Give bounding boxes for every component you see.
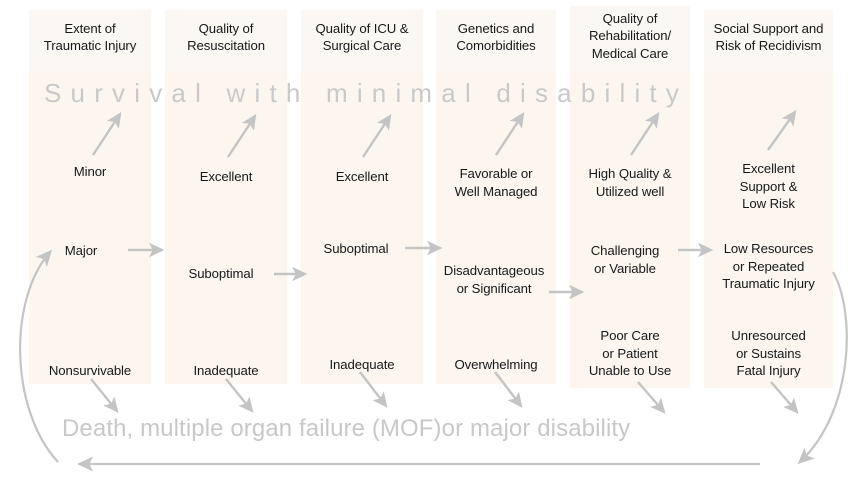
cell-best-extent-of-traumatic-injury: Minor [25,163,155,181]
cell-middle-quality-of-resuscitation: Suboptimal [161,265,281,283]
column-header-band-5 [570,6,690,72]
cell-best-quality-of-resuscitation: Excellent [161,168,291,186]
cell-line: or Variable [594,260,656,276]
column-header-band-6 [704,10,833,72]
cell-line: Challenging [590,243,660,258]
column-title-genetics-and-comorbidities: Genetics and Comorbidities [431,20,561,55]
cell-line: or Patient [602,345,658,361]
cell-line: Suboptimal [188,266,254,281]
column-title-line: Extent of [64,21,116,36]
column-body-3 [301,72,423,384]
cell-worst-quality-of-rehabilitation-medical-care: Poor Care or Patient Unable to Use [565,327,695,380]
column-title-line: Rehabilitation/ [588,28,672,44]
cell-line: Unresourced [731,328,806,343]
column-title-line: Social Support and [713,21,824,36]
cell-best-quality-of-icu-and-surgical-care: Excellent [297,168,427,186]
cell-line: Poor Care [600,328,660,343]
cell-line: Support & [739,178,798,194]
cell-line: High Quality & [588,166,672,181]
cell-middle-genetics-and-comorbidities: Disadvantageous or Significant [429,262,559,297]
cell-worst-genetics-and-comorbidities: Overwhelming [431,356,561,374]
cell-best-genetics-and-comorbidities: Favorable or Well Managed [431,165,561,200]
cell-worst-extent-of-traumatic-injury: Nonsurvivable [25,362,155,380]
column-title-line: Resuscitation [187,38,265,54]
cell-line: Overwhelming [454,357,538,372]
cell-line: Major [64,243,98,258]
cell-best-quality-of-rehabilitation-medical-care: High Quality & Utilized well [565,165,695,200]
cell-middle-quality-of-icu-and-surgical-care: Suboptimal [297,240,415,258]
cell-line: Favorable or [459,166,533,181]
cell-line: Unable to Use [588,363,672,379]
column-title-line: Medical Care [591,45,669,61]
column-body-2 [165,72,287,384]
cell-line: or Repeated [732,258,805,274]
column-header-band-2 [165,10,287,72]
cell-line: Excellent [199,169,253,184]
cell-line: or Significant [456,280,532,296]
cell-worst-social-support-and-risk-of-recidivism: Unresourced or Sustains Fatal Injury [699,327,838,380]
column-title-line: Risk of Recidivism [715,38,822,54]
cell-line: Disadvantageous [443,263,545,278]
column-title-line: Quality of [198,21,254,36]
cell-line: Minor [73,164,107,179]
cell-line: Low Resources [723,241,814,256]
column-header-band-1 [29,10,151,72]
column-body-1 [29,72,151,384]
column-title-line: Traumatic Injury [43,38,137,54]
column-title-extent-of-traumatic-injury: Extent of Traumatic Injury [25,20,155,55]
column-body-4 [436,72,556,384]
cell-line: Well Managed [454,183,538,199]
column-title-quality-of-icu-and-surgical-care: Quality of ICU & Surgical Care [297,20,427,55]
column-title-line: Comorbidities [456,38,536,54]
column-title-quality-of-resuscitation: Quality of Resuscitation [161,20,291,55]
cell-middle-extent-of-traumatic-injury: Major [25,242,137,260]
cell-middle-social-support-and-risk-of-recidivism: Low Resources or Repeated Traumatic Inju… [699,240,838,293]
cell-line: Utilized well [595,183,665,199]
column-title-line: Genetics and [457,21,535,36]
cell-line: Inadequate [193,363,259,378]
cell-line: Traumatic Injury [722,276,815,292]
column-title-line: Surgical Care [322,38,402,54]
column-title-quality-of-rehabilitation-medical-care: Quality of Rehabilitation/ Medical Care [565,10,695,62]
column-title-line: Quality of [602,11,658,26]
cell-line: Suboptimal [323,241,389,256]
survival-band-label: Survival with minimal disability [44,78,689,108]
death-band-label: Death, multiple organ failure (MOF)or ma… [62,415,631,442]
cell-line: or Sustains [736,345,801,361]
cell-line: Nonsurvivable [48,363,132,378]
cell-line: Low Risk [742,196,795,212]
cell-line: Excellent [335,169,389,184]
cell-middle-quality-of-rehabilitation-medical-care: Challenging or Variable [563,242,687,277]
column-header-band-3 [301,10,423,72]
cell-line: Fatal Injury [736,363,801,379]
cell-line: Inadequate [329,357,395,372]
cell-best-social-support-and-risk-of-recidivism: Excellent Support & Low Risk [699,160,838,213]
column-title-social-support-and-risk-of-recidivism: Social Support and Risk of Recidivism [699,20,838,55]
cell-worst-quality-of-resuscitation: Inadequate [161,362,291,380]
cell-worst-quality-of-icu-and-surgical-care: Inadequate [297,356,427,374]
cell-line: Excellent [742,161,795,176]
column-header-band-4 [436,10,556,72]
column-title-line: Quality of ICU & [315,21,409,36]
